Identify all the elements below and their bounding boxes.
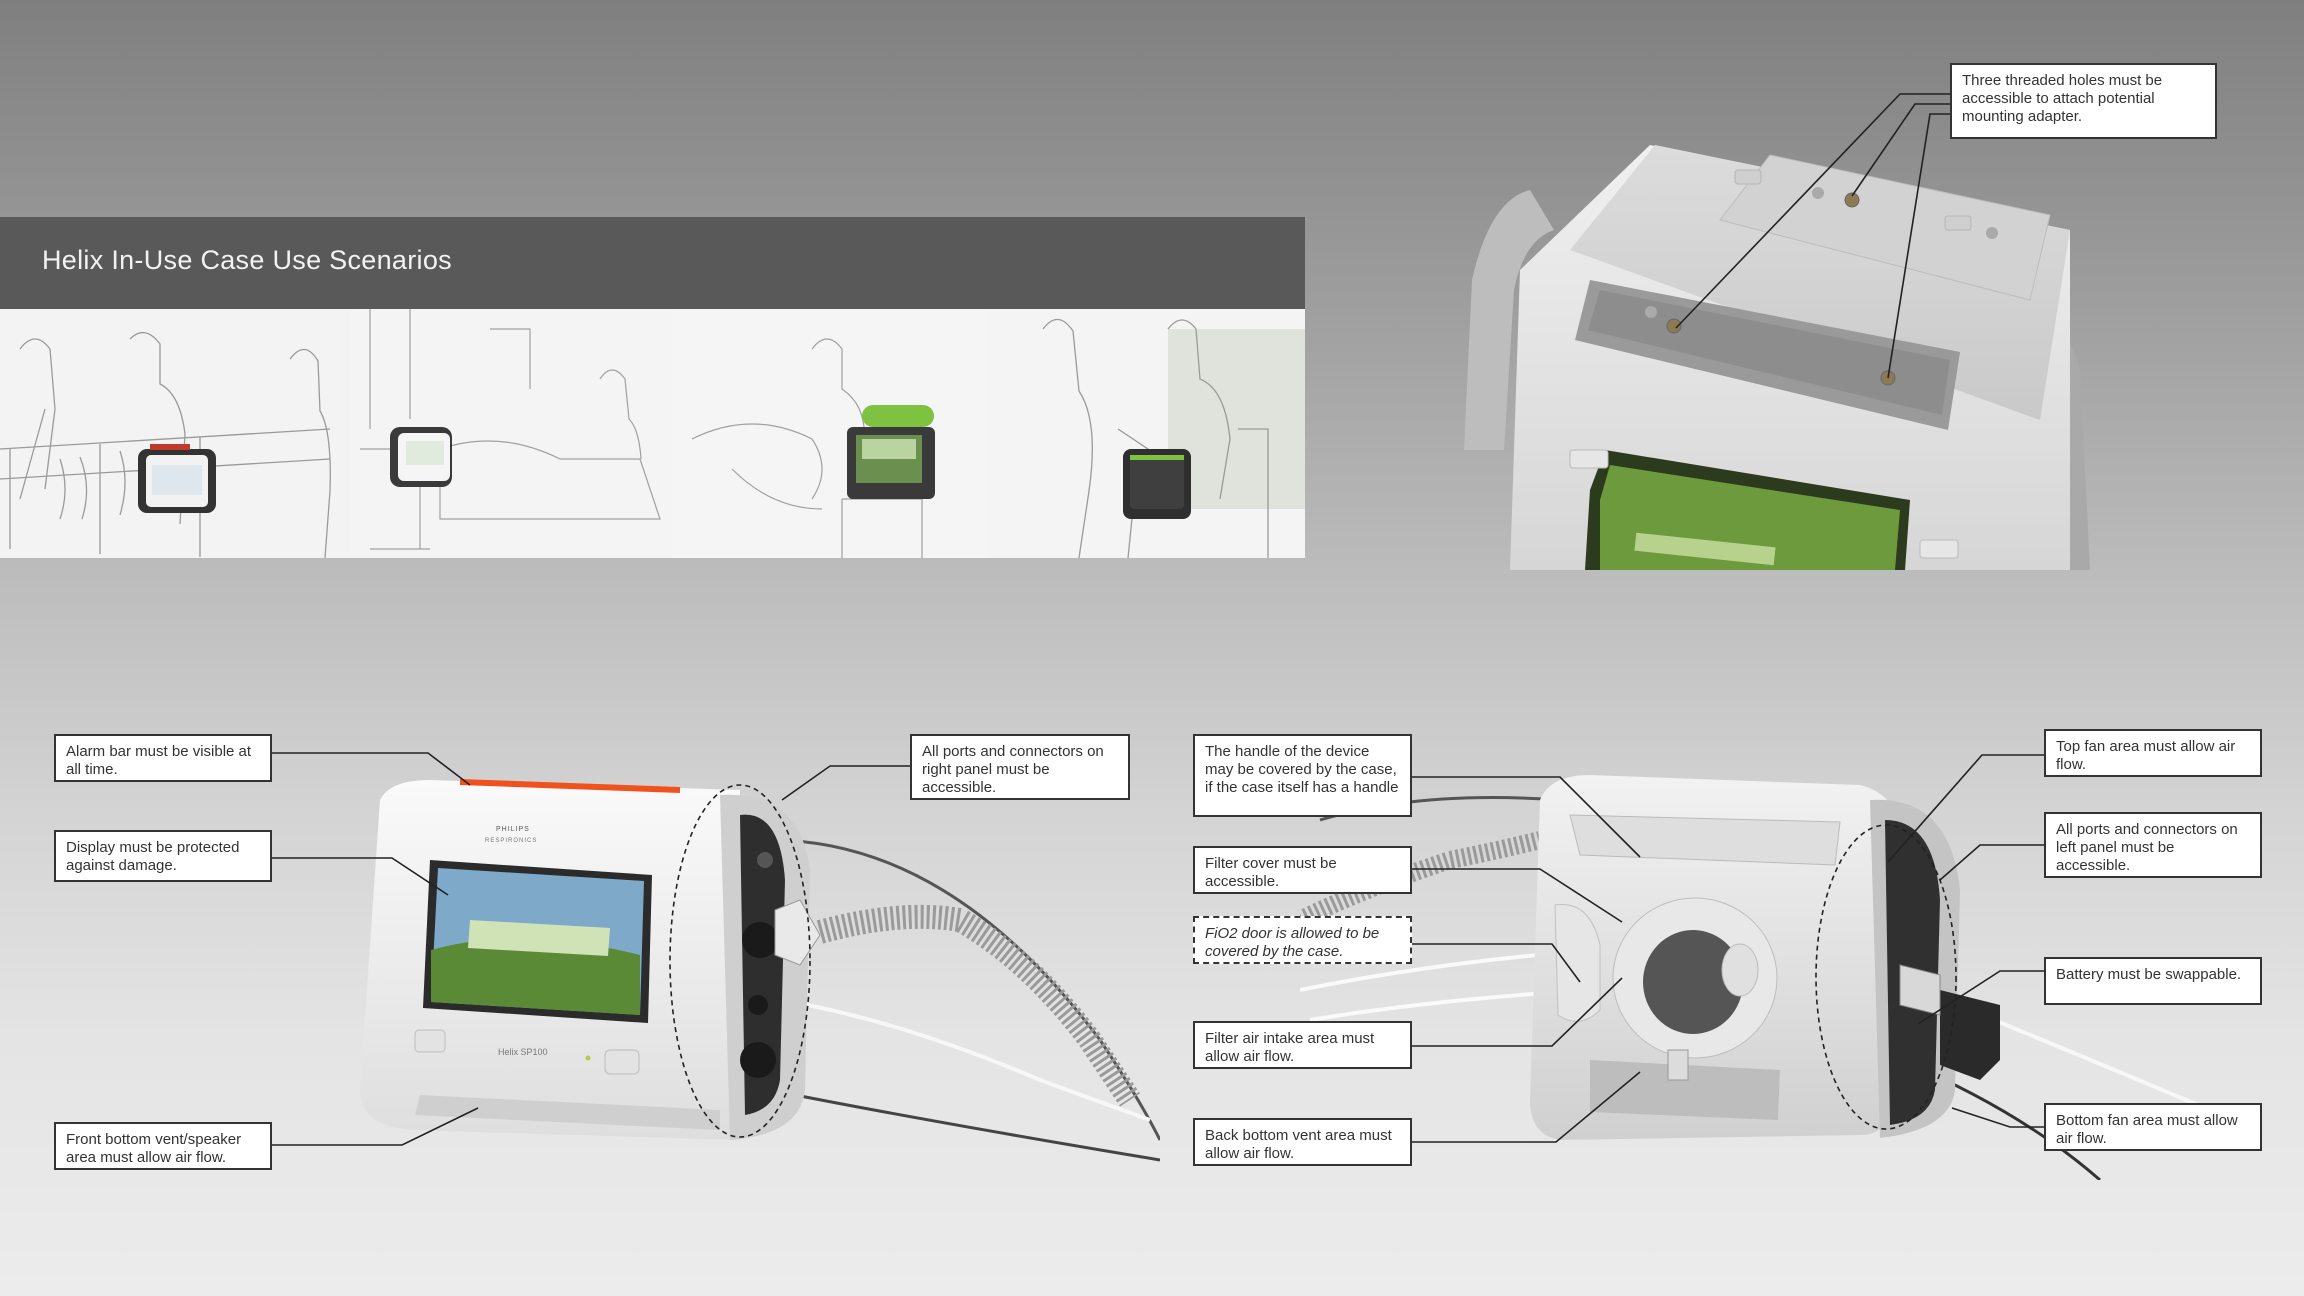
callout-threaded-holes: Three threaded holes must be accessible … bbox=[1950, 63, 2217, 139]
callout-alarm-bar: Alarm bar must be visible at all time. bbox=[54, 734, 272, 782]
callout-fio2-door: FiO2 door is allowed to be covered by th… bbox=[1193, 916, 1412, 964]
scenario-cart-image bbox=[350, 309, 673, 558]
callout-front-vent: Front bottom vent/speaker area must allo… bbox=[54, 1122, 272, 1170]
title-banner: Helix In-Use Case Use Scenarios bbox=[0, 217, 1305, 309]
callout-handle: The handle of the device may be covered … bbox=[1193, 734, 1412, 817]
scenario-strip bbox=[0, 309, 1305, 558]
device-top-view bbox=[1450, 130, 2140, 570]
scenario-wheelchair-image bbox=[988, 309, 1305, 558]
callout-bottom-fan: Bottom fan area must allow air flow. bbox=[2044, 1103, 2262, 1151]
callout-right-ports: All ports and connectors on right panel … bbox=[910, 734, 1130, 800]
sub-brand-label: RESPIRONICS bbox=[485, 838, 538, 844]
callout-left-ports: All ports and connectors on left panel m… bbox=[2044, 812, 2262, 878]
callout-filter-intake: Filter air intake area must allow air fl… bbox=[1193, 1021, 1412, 1069]
page-title: Helix In-Use Case Use Scenarios bbox=[42, 245, 452, 275]
model-label: Helix SP100 bbox=[498, 1047, 548, 1057]
callout-filter-cover: Filter cover must be accessible. bbox=[1193, 846, 1412, 894]
callout-back-vent: Back bottom vent area must allow air flo… bbox=[1193, 1118, 1412, 1166]
scenario-bedside-image bbox=[0, 309, 351, 558]
callout-battery: Battery must be swappable. bbox=[2044, 957, 2262, 1005]
brand-label: PHILIPS bbox=[496, 826, 530, 833]
scenario-home-image bbox=[672, 309, 989, 558]
callout-top-fan: Top fan area must allow air flow. bbox=[2044, 729, 2262, 777]
device-front-view: PHILIPS RESPIRONICS Helix SP100 bbox=[300, 760, 1160, 1180]
callout-display: Display must be protected against damage… bbox=[54, 830, 272, 882]
